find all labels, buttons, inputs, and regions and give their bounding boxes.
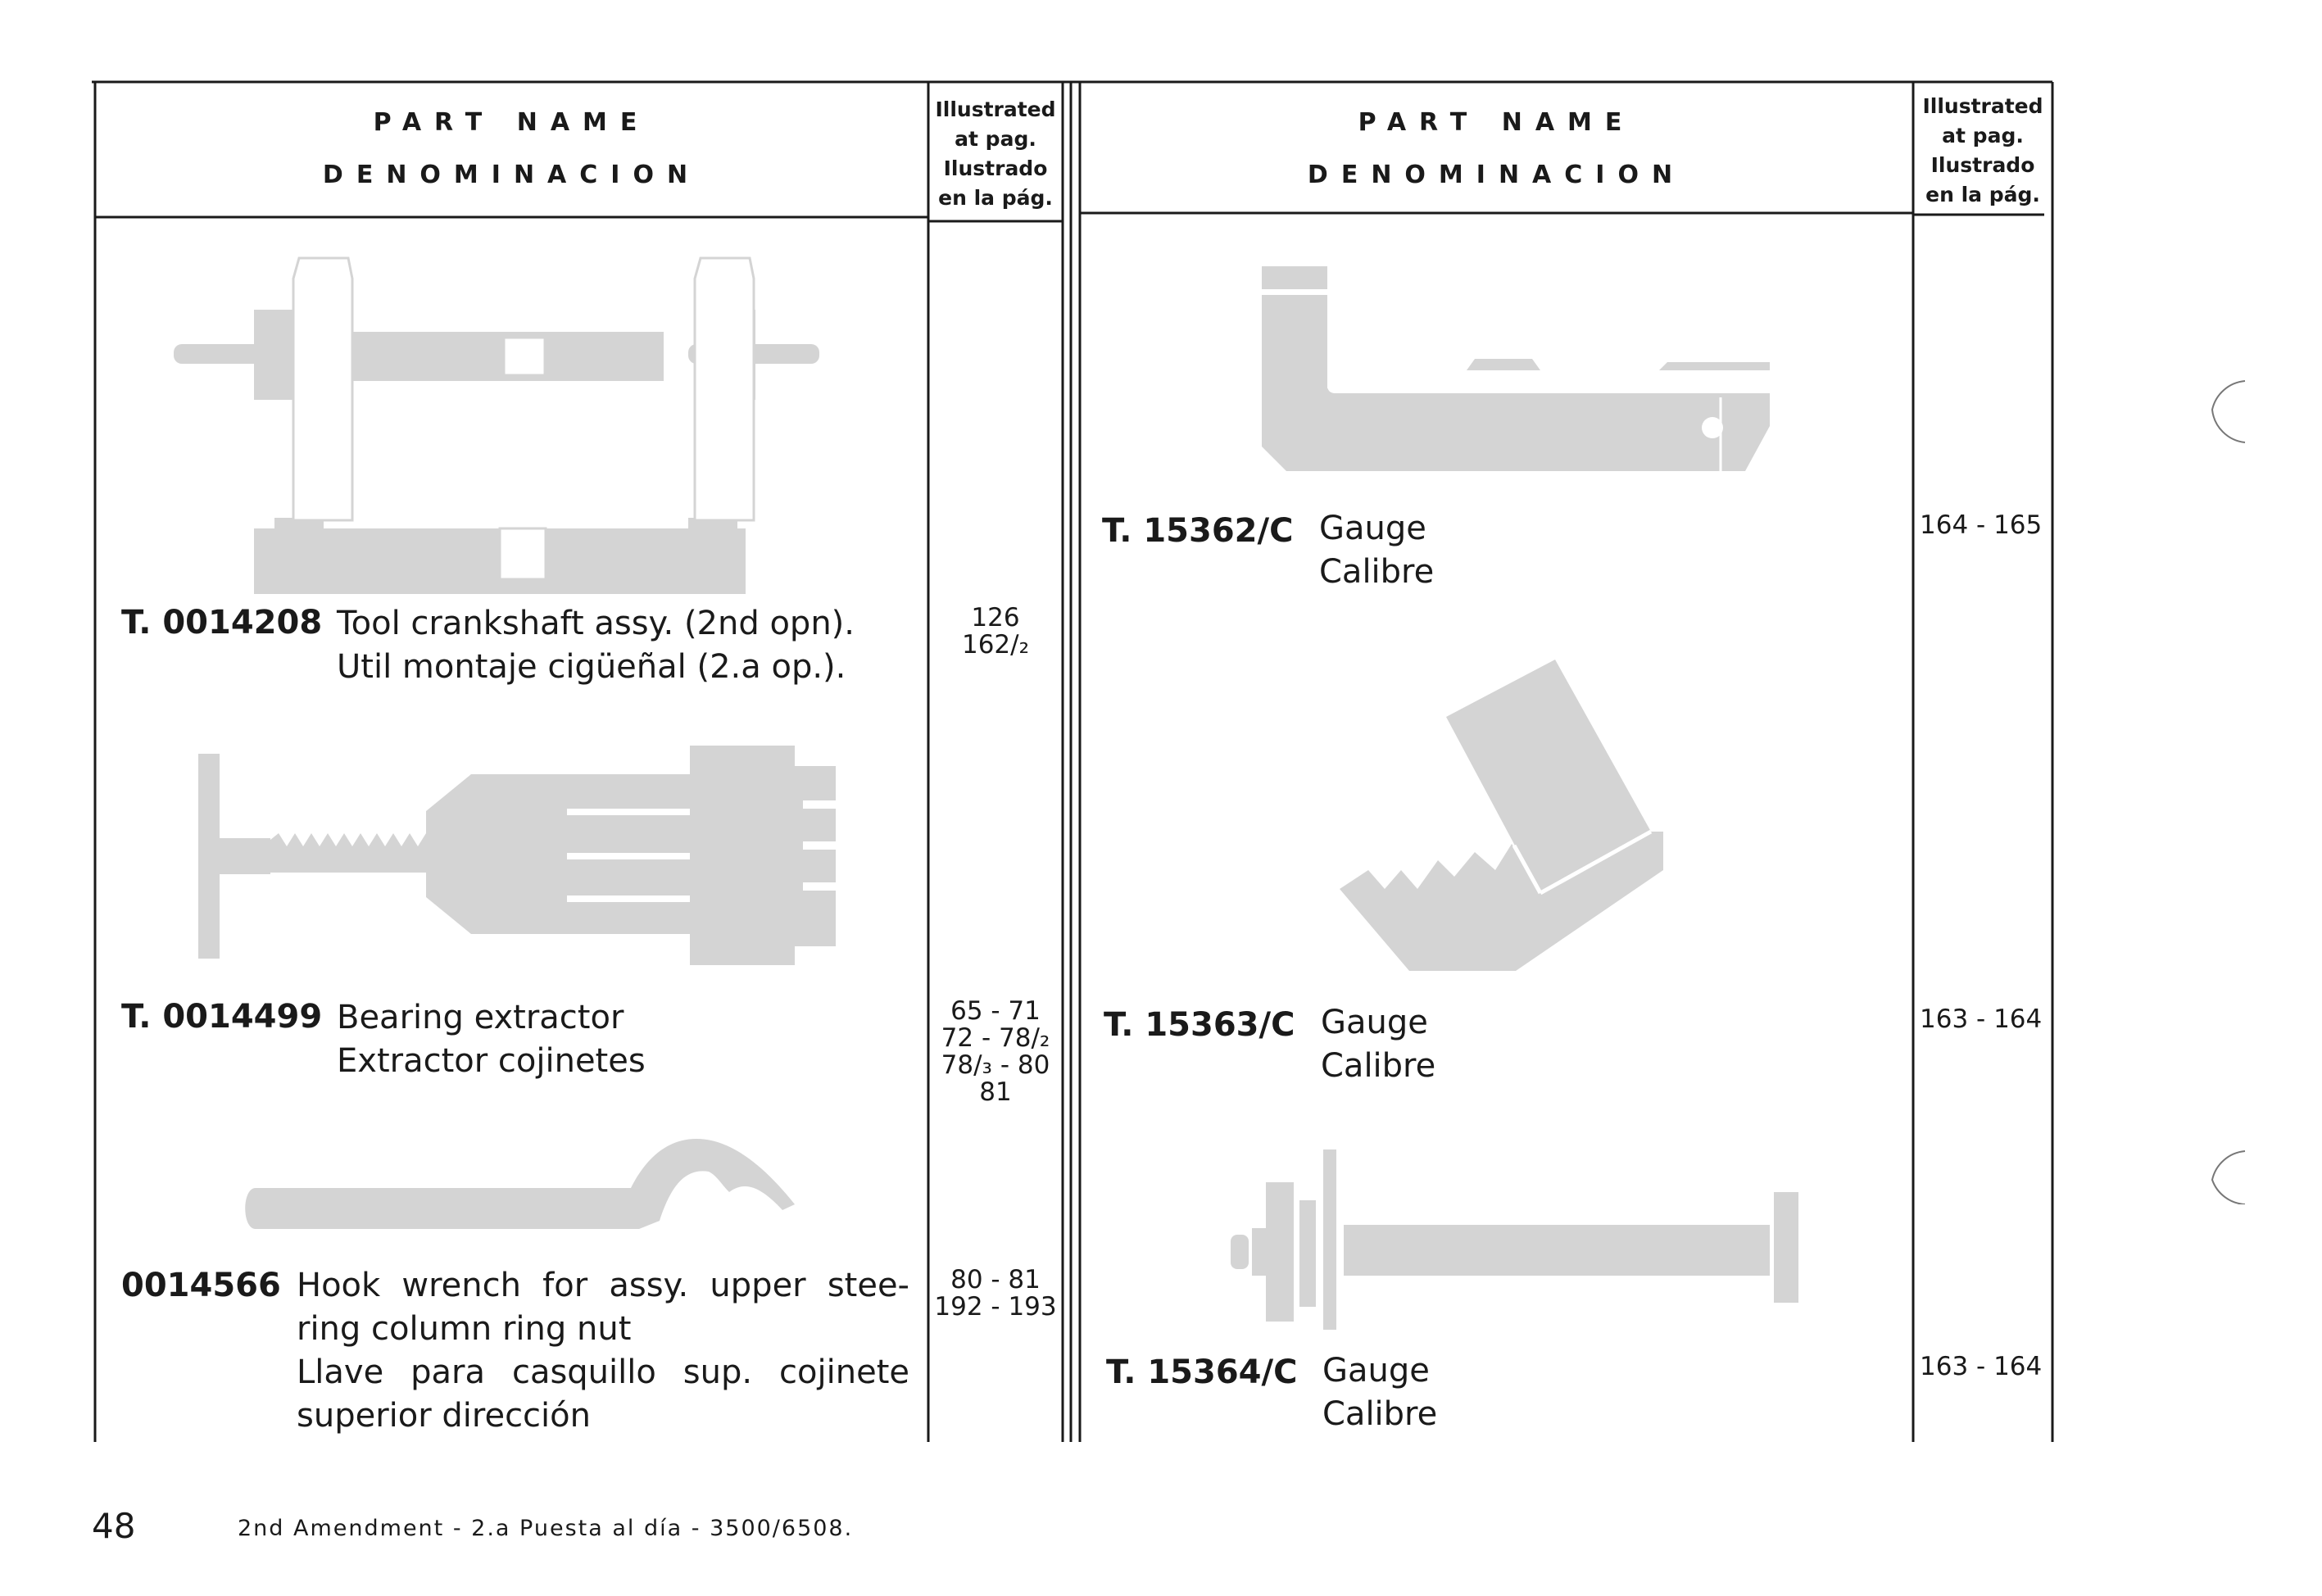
denominacion-header-right: DENOMINACION — [1307, 161, 1686, 189]
gauge-icon — [1262, 266, 1770, 471]
part-description: Gauge Calibre — [1319, 510, 1435, 591]
part-code: T. 15363/C — [1104, 1006, 1295, 1044]
binder-hole-icon — [2211, 1150, 2246, 1204]
part-code: T. 0014208 — [121, 604, 323, 642]
page-reference: 163 - 164 — [1920, 1004, 2043, 1034]
part-description: Gauge Calibre — [1322, 1352, 1438, 1433]
page-reference: 163 - 164 — [1920, 1352, 2043, 1381]
crankshaft-tool-icon — [174, 256, 819, 594]
part-code: 0014566 — [121, 1267, 281, 1304]
part-name-header-right: PART NAME — [1358, 108, 1635, 137]
page-reference: 80 - 81 192 - 193 — [934, 1265, 1057, 1322]
part-description: Gauge Calibre — [1321, 1004, 1436, 1085]
page-number: 48 — [92, 1506, 136, 1546]
binder-hole-icon — [2211, 380, 2246, 443]
part-description: Hook wrench for assy. upper stee- ring c… — [297, 1267, 909, 1435]
part-code: T. 15362/C — [1102, 512, 1294, 550]
denominacion-header: DENOMINACION — [322, 161, 701, 189]
shaft-gauge-icon — [1231, 1149, 1798, 1330]
illustrated-header: Illustrated at pag. Ilustrado en la pág. — [935, 97, 1056, 210]
bearing-extractor-icon — [198, 746, 836, 965]
part-code: T. 0014499 — [121, 998, 323, 1036]
page-reference: 126 162/₂ — [961, 603, 1030, 660]
page-reference: 164 - 165 — [1920, 510, 2043, 540]
illustrated-header-right: Illustrated at pag. Ilustrado en la pág. — [1922, 94, 2043, 206]
binder-holes — [2211, 380, 2246, 1204]
part-name-header: PART NAME — [373, 108, 651, 137]
part-description: Tool crankshaft assy. (2nd opn). Util mo… — [337, 605, 855, 686]
part-description: Bearing extractor Extractor cojinetes — [337, 999, 646, 1080]
amendment-note: 2nd Amendment - 2.a Puesta al día - 3500… — [238, 1516, 854, 1541]
part-code: T. 15364/C — [1106, 1353, 1298, 1391]
page-reference: 65 - 71 72 - 78/₂ 78/₃ - 80 81 — [941, 996, 1050, 1107]
stepped-gauge-icon — [1340, 660, 1663, 971]
hook-wrench-icon — [245, 1139, 795, 1229]
